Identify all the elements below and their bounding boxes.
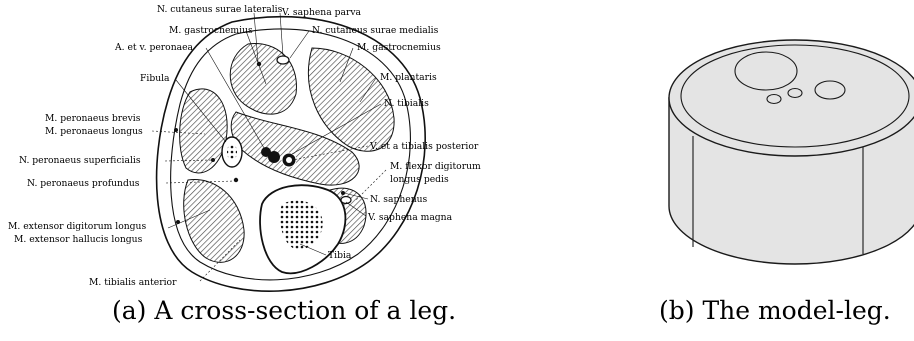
hole-small-1 [788, 89, 802, 98]
label-m-peronaeus-brevis: M. peronaeus brevis [45, 113, 141, 124]
label-n-cutaneus-surae-lateralis: N. cutaneus surae lateralis [157, 4, 283, 15]
label-m-peronaeus-longus: M. peronaeus longus [45, 126, 143, 137]
label-n-tibialis: N. tibialis [384, 98, 429, 109]
label-m-extensor-hallucis-longus: M. extensor hallucis longus [14, 234, 143, 245]
label-n-peronaeus-superficialis: N. peronaeus superficialis [19, 155, 141, 166]
label-longus-pedis: longus pedis [390, 174, 449, 185]
label-fibula: Fibula [140, 73, 170, 84]
vein-saphena-parva [277, 56, 289, 64]
label-a-et-v-peronaea: A. et v. peronaea [114, 42, 194, 53]
label-v-saphena-parva: V. saphena parva [281, 7, 362, 18]
fibula-marrow [227, 144, 237, 160]
nerve-peronaeus-superficialis [211, 158, 215, 162]
caption-a: (a) A cross-section of a leg. [112, 296, 456, 325]
hole-large [735, 52, 797, 90]
vessel-tibialis-posterior-1 [268, 151, 280, 163]
vein-saphena-magna [341, 197, 351, 204]
leg-cross-section [157, 17, 426, 292]
hole-small-2 [767, 95, 781, 104]
hole-medium [815, 81, 845, 99]
vessel-tibialis-posterior-3 [286, 157, 292, 163]
label-v-et-a-tibialis-posterior: V. et a tibialis posterior [369, 141, 479, 152]
label-m-flexor-digitorum: M. flexor digitorum [390, 161, 481, 172]
label-m-extensor-digitorum-longus: M. extensor digitorum longus [8, 221, 146, 232]
label-v-saphena-magna: V. saphena magna [367, 212, 453, 223]
model-leg [669, 40, 914, 264]
label-n-cutaneus-surae-medialis: N. cutaneus surae medialis [312, 25, 439, 36]
nerve-peronaeus-profundus [234, 178, 238, 182]
caption-b: (b) The model-leg. [659, 296, 891, 325]
label-m-gastrocnemius-medial: M. gastrocnemius [357, 42, 441, 53]
skin-point-1 [174, 128, 178, 132]
label-m-gastrocnemius-lateral: M. gastrocnemius [169, 25, 253, 36]
label-n-saphenus: N. saphenus [370, 194, 428, 205]
label-m-plantaris: M. plantaris [380, 72, 437, 83]
label-tibia: Tibia [328, 250, 352, 261]
label-n-peronaeus-profundus: N. peronaeus profundus [27, 178, 140, 189]
label-m-tibialis-anterior: M. tibialis anterior [89, 277, 177, 288]
